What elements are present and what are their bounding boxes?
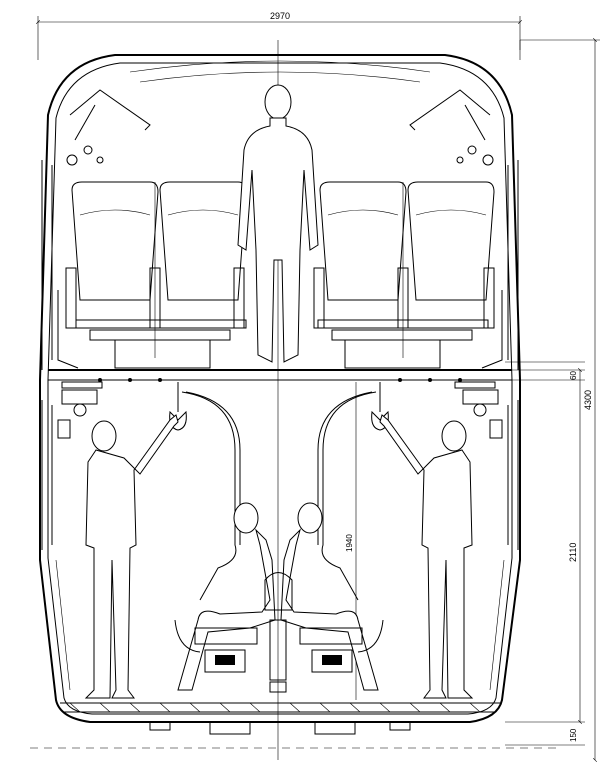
intermediate-floor: [48, 369, 512, 389]
lower-deck-label: 2110: [568, 543, 578, 562]
dimension-overall-height: 4300: [520, 37, 600, 763]
handrail-pipes: [181, 391, 377, 601]
upper-seat-pair-left: [57, 181, 247, 369]
side-walls: [41, 160, 519, 691]
dimension-lower-deck: 60 2110 150: [505, 361, 585, 746]
grab-handle-right: [371, 382, 389, 431]
dimension-overall-width: 2970: [35, 11, 523, 60]
upper-left-luggage-rack: [66, 89, 151, 166]
car-body-shell: [39, 54, 521, 735]
seated-height-label: 1940: [345, 534, 354, 552]
overall-height-label: 4300: [583, 390, 593, 410]
upper-seat-pair-right: [313, 181, 503, 369]
standing-passenger-lower-right: [379, 414, 474, 699]
seated-passenger-lower-left: [177, 502, 276, 691]
lower-left-luggage: [57, 389, 98, 439]
standing-passenger-upper: [237, 84, 319, 363]
upper-right-luggage-rack: [409, 89, 494, 166]
seated-passenger-lower-right: [280, 502, 379, 691]
upper-gap-label: 60: [569, 371, 578, 380]
lower-right-luggage: [462, 389, 503, 439]
lower-seat-equipment: [174, 572, 384, 693]
floor-clearance-label: 150: [569, 728, 578, 742]
standing-passenger-lower-left: [84, 414, 179, 699]
overall-width-label: 2970: [270, 11, 290, 21]
